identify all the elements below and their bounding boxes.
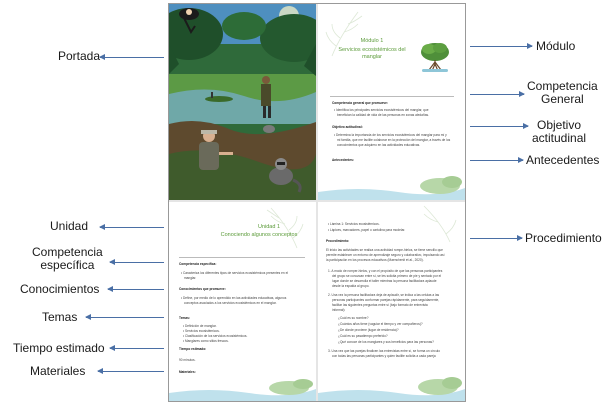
cover-illustration	[169, 4, 316, 200]
procedure-step: 3. Una vez que las parejas finalicen las…	[328, 349, 440, 353]
arrow-tiempo-estimado	[109, 345, 164, 351]
label-competencia-especifica-line1: Competencia	[32, 245, 103, 259]
tiempo-estimado-value: 90 minutos.	[179, 358, 196, 362]
material-item: • Lápices, marcadores, papel o cartulina…	[328, 228, 406, 232]
procedure-page: • Lámina 1: Servicios ecosistémicos. • L…	[318, 202, 465, 401]
procedure-step: desde la espalda al grupo.	[332, 284, 370, 288]
module-page: Módulo 1 Servicios ecosistémicos del man…	[318, 4, 465, 200]
tema-item: • Clasificación de los servicios ecosist…	[183, 334, 248, 338]
procedure-step: lugar donde se desarrolla el taller mien…	[332, 279, 437, 283]
label-competencia-especifica-line2: específica	[40, 258, 95, 272]
module-subtitle-line2: manglar	[362, 54, 382, 60]
competencia-especifica-heading: Competencia específica:	[179, 262, 217, 266]
leaf-decoration-icon	[266, 207, 304, 249]
arrow-antecedentes	[470, 157, 524, 163]
arrow-unidad	[99, 224, 164, 230]
competencia-especifica-text-2: manglar.	[184, 276, 197, 280]
label-antecedentes: Antecedentes	[526, 153, 600, 167]
temas-heading: Temas:	[179, 316, 190, 320]
landscape-footer-decoration	[318, 176, 465, 200]
unit-page: Unidad 1 Conociendo algunos conceptos Co…	[169, 202, 316, 401]
separator-line	[179, 257, 305, 258]
label-conocimientos: Conocimientos	[20, 282, 100, 296]
label-procedimiento: Procedimiento	[525, 231, 602, 245]
separator-line	[330, 96, 454, 97]
procedure-step: facilitar las siguientes preguntas entre…	[332, 303, 428, 307]
objetivo-text-1: • Determina la importancia de los servic…	[334, 133, 447, 137]
arrow-procedimiento	[470, 235, 523, 241]
procedure-text: El inicio las actividades se realiza una…	[326, 248, 443, 252]
cover-page	[169, 4, 316, 200]
arrow-modulo	[470, 43, 533, 49]
arrow-objetivo-actitudinal	[470, 123, 529, 129]
label-tiempo-estimado: Tiempo estimado	[13, 341, 105, 355]
tema-item: • Manglares como sitios frescos.	[183, 339, 229, 343]
question-item: ¿De dónde proviene (lugar de residencia)…	[338, 328, 399, 332]
conocimientos-text-2: conceptos asociados a los servicios ecos…	[184, 301, 277, 305]
landscape-footer-decoration	[169, 379, 316, 401]
tema-item: • Servicios ecosistémicos.	[183, 329, 220, 333]
page-divider-vertical	[316, 4, 318, 401]
conocimientos-text-1: • Define, por medio de lo aprendido en l…	[181, 296, 287, 300]
label-competencia-especifica: Competencia específica	[32, 246, 103, 272]
question-item: ¿Qué conoce de los manglares y sus benef…	[338, 340, 434, 344]
objetivo-text-3: conocimientos que adquiero en las activi…	[337, 143, 421, 147]
procedure-step: 1. A modo de romper-hielos, y con el pro…	[328, 269, 443, 273]
tema-item: • Definición de manglar.	[183, 324, 217, 328]
label-temas: Temas	[42, 310, 78, 324]
mangrove-tree-icon	[421, 43, 449, 72]
page-divider-horizontal	[169, 200, 465, 202]
arrow-temas	[85, 314, 164, 320]
materiales-heading: Materiales:	[179, 370, 196, 374]
procedure-step: informal):	[332, 308, 346, 312]
arrow-materiales	[97, 368, 164, 374]
document-spread: Módulo 1 Servicios ecosistémicos del man…	[168, 3, 466, 402]
objetivo-actitudinal-heading: Objetivo actitudinal:	[332, 125, 363, 129]
procedure-step: 2. Una vez la persona facilitadora deja …	[328, 293, 440, 297]
label-competencia-general: Competencia General	[527, 80, 598, 106]
leaf-decoration-icon	[325, 11, 363, 57]
procedure-step: con todas las personas participantes y q…	[332, 354, 436, 358]
procedimiento-heading: Procedimiento:	[326, 239, 350, 243]
competencia-general-heading: Competencia general que promueve:	[332, 101, 388, 105]
label-portada: Portada	[58, 49, 101, 63]
arrow-portada	[99, 54, 164, 60]
module-subtitle-line1: Servicios ecosistémicos del	[338, 47, 406, 53]
antecedentes-heading: Antecedentes:	[332, 158, 354, 162]
label-objetivo-actitudinal: Objetivo actitudinal	[532, 119, 586, 145]
label-materiales: Materiales	[30, 364, 86, 378]
competencia-especifica-text-1: • Caracteriza los diferentes tipos de se…	[181, 271, 289, 275]
label-competencia-general-line2: General	[541, 92, 584, 106]
label-objetivo-actitudinal-line1: Objetivo	[537, 118, 582, 132]
question-item: ¿Cuál es su nombre?	[338, 316, 369, 320]
question-item: ¿Cuántos años tiene (vaguiar el tiempo y…	[338, 322, 423, 326]
label-modulo: Módulo	[536, 39, 576, 53]
procedure-text: permite establecer un entorno de aprendi…	[326, 253, 445, 257]
procedure-step: del grupo se conozcan entre sí, se les s…	[332, 274, 442, 278]
material-item: • Lámina 1: Servicios ecosistémicos.	[328, 222, 380, 226]
label-competencia-general-line1: Competencia	[527, 79, 598, 93]
objetivo-text-2: mi familia, que me facilite colaborar en…	[337, 138, 451, 142]
arrow-competencia-general	[470, 91, 525, 97]
procedure-text: la participación en los procesos educati…	[326, 258, 424, 262]
arrow-conocimientos	[107, 286, 164, 292]
procedure-step: personas participantes conformar parejas…	[332, 298, 440, 302]
tiempo-estimado-heading: Tiempo estimado:	[179, 347, 207, 351]
label-objetivo-actitudinal-line2: actitudinal	[532, 131, 587, 145]
module-title: Módulo 1	[360, 38, 384, 44]
unit-subtitle: Conociendo algunos conceptos	[220, 232, 298, 238]
question-item: ¿Cuál es su pasatiempo preferido?	[338, 334, 388, 338]
competencia-general-text-1: • Identifica los principales servicios e…	[334, 108, 429, 112]
arrow-competencia-especifica	[109, 259, 164, 265]
competencia-general-text-2: benefician la calidad de vida de las per…	[337, 113, 429, 117]
landscape-footer-decoration	[318, 377, 465, 401]
unit-title: Unidad 1	[257, 224, 281, 230]
leaf-decoration-icon	[423, 205, 457, 243]
label-unidad: Unidad	[50, 219, 89, 233]
conocimientos-heading: Conocimientos que promueve:	[179, 287, 226, 291]
